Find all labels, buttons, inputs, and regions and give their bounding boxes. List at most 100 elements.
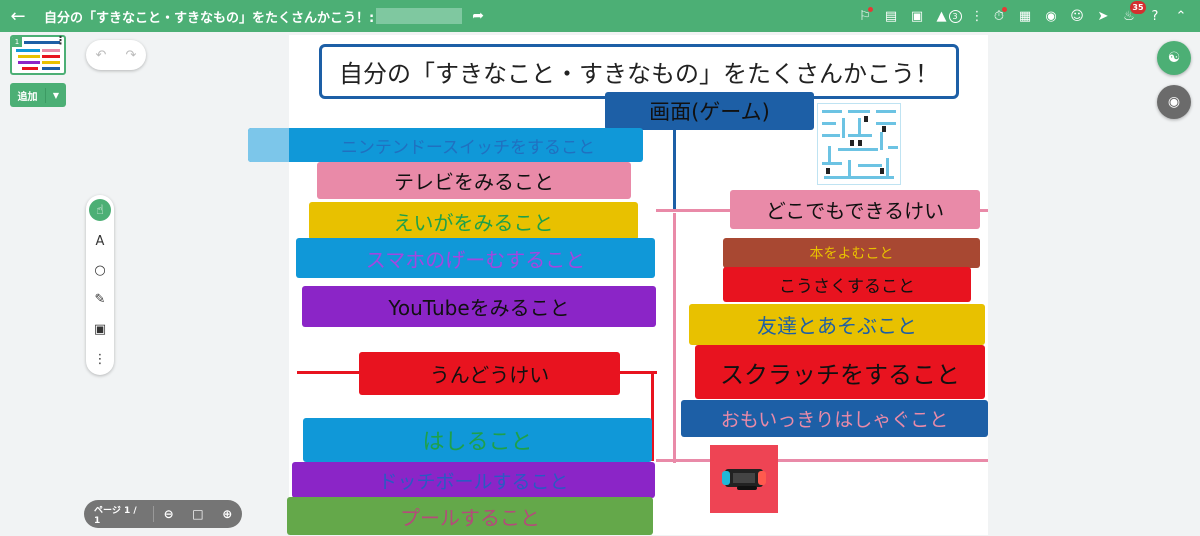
zoom-in-icon: ⊕ xyxy=(222,507,233,521)
notification-badge: 35 xyxy=(1130,1,1146,14)
maze-game-image[interactable] xyxy=(817,103,901,185)
card-running[interactable]: はしること xyxy=(303,418,652,462)
help-icon: ? xyxy=(1151,8,1159,24)
collapse-button[interactable]: ⌃ xyxy=(1168,0,1194,32)
add-label: 追加 xyxy=(10,87,46,103)
fit-screen-icon: □ xyxy=(192,507,204,521)
zoom-out-button[interactable]: ⊖ xyxy=(154,507,183,521)
thumb-title xyxy=(24,41,60,44)
selection-overlay xyxy=(248,128,289,162)
like-count: 3 xyxy=(948,9,962,23)
page-zoom-bar: ページ 1 / 1 ⊖ □ ⊕ xyxy=(84,500,242,528)
thumb-line xyxy=(18,61,40,64)
hand-pointer-icon: ☝ xyxy=(96,202,104,218)
card-dodgeball[interactable]: ドッチボールすること xyxy=(292,462,655,498)
image-settings-icon: ▦ xyxy=(1018,8,1032,24)
alert-dot xyxy=(868,7,873,12)
card-youtube[interactable]: YouTubeをみること xyxy=(302,286,656,327)
document-title: 自分の「すきなこと・すきなもの」をたくさんかこう！: xyxy=(44,10,375,26)
card-scratch[interactable]: スクラッチをすること xyxy=(695,345,985,399)
lock-button[interactable]: ◉ xyxy=(1038,0,1064,32)
timer-button[interactable]: ⏱ xyxy=(986,0,1012,32)
assignment-icon: ⚐ xyxy=(859,8,871,24)
image-settings-button[interactable]: ▦ xyxy=(1012,0,1038,32)
connector-line xyxy=(656,459,988,462)
thumb-line xyxy=(22,67,38,70)
like-button[interactable]: ▲3 xyxy=(930,0,968,32)
whiteboard-canvas[interactable]: 自分の「すきなこと・すきなもの」をたくさんかこう！ 画面(ゲーム) ニンテンドー… xyxy=(248,35,988,535)
bell-icon: ♨ xyxy=(1123,8,1135,24)
thumbs-up-icon: ▲ xyxy=(936,8,947,24)
more-vert-button[interactable]: ⋮ xyxy=(968,0,986,32)
comment-button[interactable]: ▣ xyxy=(904,0,930,32)
megaphone-button[interactable]: ➤ xyxy=(1090,0,1116,32)
card-friends[interactable]: 友達とあそぶこと xyxy=(689,304,985,345)
hand-tool-button[interactable]: ☝ xyxy=(89,199,111,221)
lock-icon: ◉ xyxy=(1045,8,1057,24)
redacted-name xyxy=(376,8,463,24)
comment-icon: ▣ xyxy=(910,8,924,24)
eye-icon: ◉ xyxy=(1167,94,1181,110)
card-sports[interactable]: うんどうけい xyxy=(359,352,620,395)
card-anywhere[interactable]: どこでもできるけい xyxy=(730,190,980,229)
view-mode-button[interactable]: ◉ xyxy=(1157,85,1191,119)
redo-icon[interactable]: ↷ xyxy=(125,47,137,63)
more-vert-icon: ⋮ xyxy=(93,351,107,367)
card-tv[interactable]: テレビをみること xyxy=(317,162,631,199)
nintendo-switch-image[interactable] xyxy=(710,445,778,513)
shape-tool-button[interactable]: ○ xyxy=(89,259,111,281)
megaphone-icon: ➤ xyxy=(1097,8,1109,24)
card-nintendo-switch[interactable]: ニンテンドースイッチをすること xyxy=(248,128,643,162)
text-tool-button[interactable]: A xyxy=(89,230,111,252)
card-pool[interactable]: プールすること xyxy=(287,497,653,535)
thumb-line xyxy=(18,55,40,58)
page-thumbnail[interactable]: 1 xyxy=(10,35,66,75)
card-crafts[interactable]: こうさくすること xyxy=(723,267,971,302)
connector-line xyxy=(673,213,676,463)
presentation-button[interactable]: ▤ xyxy=(878,0,904,32)
back-button[interactable]: ← xyxy=(0,0,36,32)
undo-icon[interactable]: ↶ xyxy=(95,47,107,63)
fit-screen-button[interactable]: □ xyxy=(183,507,212,521)
top-bar: ← 自分の「すきなこと・すきなもの」をたくさんかこう！: ➦ ⚐ ▤ ▣ ▲3 … xyxy=(0,0,1200,32)
add-button[interactable]: 追加 ▼ xyxy=(10,83,66,107)
image-tool-button[interactable]: ▣ xyxy=(89,318,111,340)
toolbar-icons: ⚐ ▤ ▣ ▲3 ⋮ ⏱ ▦ ◉ ☺ ➤ ♨35 ? ⌃ xyxy=(852,0,1194,32)
share-button[interactable]: ➦ xyxy=(472,8,484,24)
pencil-icon: ✎ xyxy=(94,291,106,307)
undo-redo-group: ↶ ↷ xyxy=(86,40,146,70)
thumbnail-menu-button[interactable]: ⋮ xyxy=(55,34,66,47)
nintendo-switch-icon xyxy=(722,469,766,490)
card-frolic[interactable]: おもいっきりはしゃぐこと xyxy=(681,400,988,437)
more-vert-icon: ⋮ xyxy=(970,8,984,24)
people-button[interactable]: ☺ xyxy=(1064,0,1090,32)
more-tools-button[interactable]: ⋮ xyxy=(89,348,111,370)
thumb-line xyxy=(42,61,60,64)
page-number: 1 xyxy=(12,37,22,47)
card-books[interactable]: 本をよむこと xyxy=(723,238,980,268)
chevron-up-icon: ⌃ xyxy=(1175,8,1187,24)
assignment-icon-button[interactable]: ⚐ xyxy=(852,0,878,32)
card-game[interactable]: 画面(ゲーム) xyxy=(605,92,814,130)
zoom-out-icon: ⊖ xyxy=(163,507,174,521)
tool-palette: ☝ A ○ ✎ ▣ ⋮ xyxy=(86,195,114,375)
thumb-line xyxy=(42,55,60,58)
share-arrow-icon: ➦ xyxy=(472,8,484,24)
page-indicator: ページ 1 / 1 xyxy=(84,506,154,526)
pen-tool-button[interactable]: ✎ xyxy=(89,288,111,310)
help-button[interactable]: ? xyxy=(1142,0,1168,32)
card-movie[interactable]: えいがをみること xyxy=(309,202,638,240)
caret-down-icon[interactable]: ▼ xyxy=(52,90,60,100)
board-title[interactable]: 自分の「すきなこと・すきなもの」をたくさんかこう！ xyxy=(319,44,959,99)
card-smartphone-game[interactable]: スマホのげーむすること xyxy=(296,238,655,278)
timer-icon: ⏱ xyxy=(993,8,1005,24)
timer-dot xyxy=(1002,7,1007,12)
image-icon: ▣ xyxy=(93,321,107,337)
thumb-line xyxy=(16,49,40,52)
add-user-button[interactable]: ☯ xyxy=(1157,41,1191,75)
zoom-in-button[interactable]: ⊕ xyxy=(213,507,242,521)
connector-line xyxy=(673,128,676,210)
thumb-line xyxy=(42,49,60,52)
notifications-button[interactable]: ♨35 xyxy=(1116,0,1146,32)
circle-icon: ○ xyxy=(94,262,106,278)
